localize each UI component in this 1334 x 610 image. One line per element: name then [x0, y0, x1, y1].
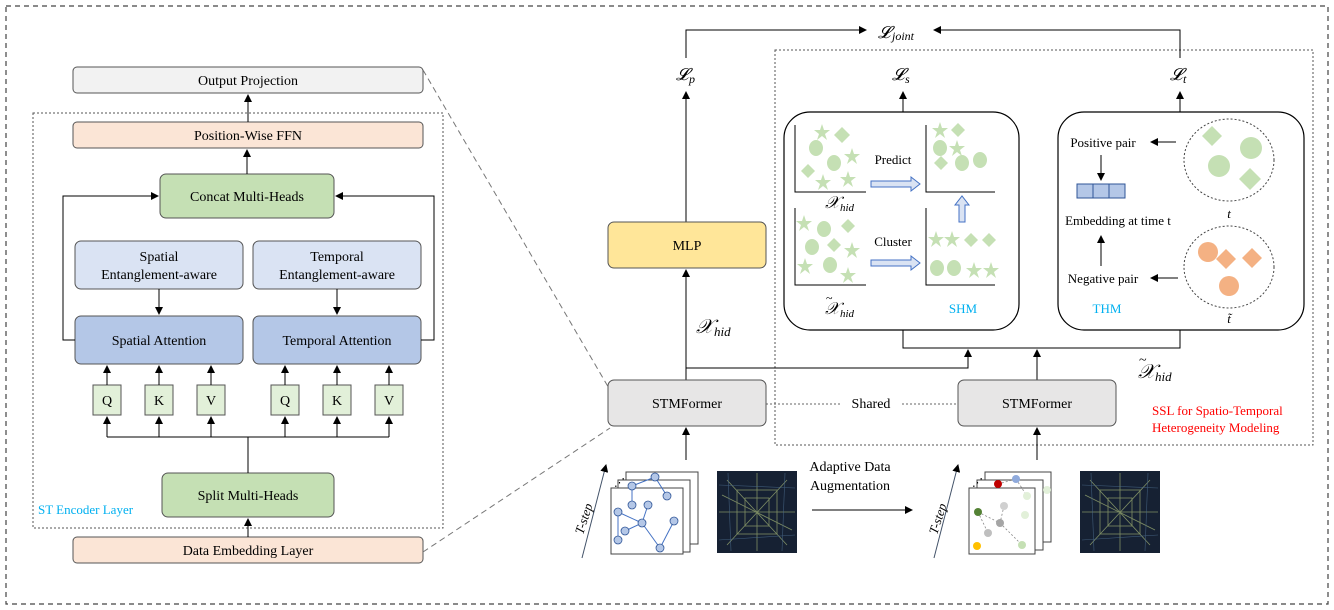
stmformer-left-label: STMFormer: [652, 397, 722, 412]
l-p-sub: p: [688, 72, 695, 86]
negative-pair-label: Negative pair: [1068, 271, 1139, 286]
stmformer-right-box: STMFormer: [957, 379, 1117, 427]
axis-d: [925, 208, 995, 286]
q-label-temporal: Q: [280, 394, 290, 409]
shm-xhid-sub: hid: [840, 202, 855, 214]
temporal-attention-box: Temporal Attention: [252, 315, 422, 365]
shm-xhid-tilde-sub: hid: [840, 308, 855, 320]
axis-b: [925, 125, 995, 193]
spatial-attention-label: Spatial Attention: [112, 334, 207, 349]
t-cluster-circle: [1183, 118, 1275, 202]
ssl-frame: [774, 49, 1314, 446]
split-label: Split Multi-Heads: [198, 489, 299, 504]
l-t-sub: t: [1183, 72, 1187, 86]
t-tilde-cluster-circle: [1183, 225, 1275, 309]
thm-module: Positive pair Negative pair Embedding at…: [1057, 111, 1305, 331]
graph-stack-original: T-step ⋰: [572, 464, 699, 559]
ffn-label: Position-Wise FFN: [194, 129, 302, 144]
predict-label: Predict: [875, 152, 912, 167]
city-map-left: [717, 471, 797, 553]
shared-label-bg: [840, 394, 902, 412]
qkv-boxes: Q K V Q K V: [92, 384, 404, 416]
predict-arrow: [870, 175, 921, 193]
concat-box: Concat Multi-Heads: [159, 173, 335, 219]
spatial-ent-line2: Entanglement-aware: [101, 268, 217, 283]
temporal-ent-line1: Temporal: [310, 250, 364, 265]
l-s-label: 𝓛 s: [892, 65, 910, 86]
outer-frame: [5, 5, 1329, 605]
augmentation-line1: Adaptive Data: [809, 460, 891, 475]
x-hid-sub: hid: [714, 324, 731, 339]
split-box: Split Multi-Heads: [161, 472, 335, 518]
up-arrow: [953, 195, 971, 223]
output-projection-box: Output Projection: [72, 66, 424, 94]
t-label: t: [1227, 206, 1231, 221]
thm-label: THM: [1093, 301, 1122, 316]
embedding-vector: [1076, 183, 1126, 199]
spatial-attention-box: Spatial Attention: [74, 315, 244, 365]
axis-a: [794, 125, 866, 193]
stack-dots-left: ⋰: [614, 477, 625, 489]
ssl-label-line1: SSL for Spatio-Temporal: [1152, 403, 1283, 418]
ffn-box: Position-Wise FFN: [72, 121, 424, 149]
embedding-label: Data Embedding Layer: [183, 544, 314, 559]
t-cluster-shapes: [1202, 126, 1262, 190]
stack-dots-right: ⋰: [972, 477, 983, 489]
graph-stack-augmented: T-step ⋰: [926, 464, 1052, 559]
x-hid-label: 𝒳 hid: [696, 316, 731, 339]
scatter-d: [928, 231, 999, 278]
shared-label: Shared: [852, 397, 891, 412]
embedding-time-label: Embedding at time t: [1065, 213, 1171, 228]
cluster-label: Cluster: [874, 234, 912, 249]
mlp-box: MLP: [607, 221, 767, 269]
zoom-line-top: [422, 69, 611, 391]
t-tilde-label: t̃: [1227, 311, 1233, 326]
cluster-arrow: [870, 254, 921, 272]
encoder-frame: [32, 112, 444, 529]
l-joint-label: 𝓛 joint: [878, 23, 915, 43]
spatial-ent-line1: Spatial: [140, 250, 179, 265]
shm-xhid-tilde-mark: ~: [826, 291, 833, 305]
ssl-label-line2: Heterogeneity Modeling: [1152, 420, 1280, 435]
encoder-layer-label: ST Encoder Layer: [38, 502, 134, 517]
t-step-label-right: T-step: [926, 501, 950, 536]
shm-label: SHM: [949, 301, 978, 316]
concat-label: Concat Multi-Heads: [190, 190, 304, 205]
right-connectors: [682, 26, 1184, 514]
x-hid-tilde-mark: ~: [1139, 353, 1147, 368]
augmentation-line2: Augmentation: [810, 479, 890, 494]
output-projection-label: Output Projection: [198, 74, 298, 89]
scatter-b: [932, 122, 987, 171]
q-label-spatial: Q: [102, 394, 112, 409]
zoom-line-bottom: [422, 427, 611, 553]
x-hid-tilde-sub: hid: [1155, 369, 1172, 384]
x-hid-tilde-label: 𝒳 ~ hid: [1138, 353, 1172, 384]
stmformer-right-label: STMFormer: [1002, 397, 1072, 412]
left-connectors: [62, 94, 435, 537]
v-label-temporal: V: [384, 394, 394, 409]
l-joint-sub: joint: [890, 29, 915, 43]
scatter-c: [796, 215, 860, 283]
mlp-label: MLP: [673, 239, 702, 254]
l-t-label: 𝓛 t: [1170, 65, 1187, 86]
k-label-spatial: K: [154, 394, 164, 409]
v-label-spatial: V: [206, 394, 216, 409]
k-label-temporal: K: [332, 394, 342, 409]
spatial-entanglement-box: Spatial Entanglement-aware: [74, 240, 244, 290]
axis-c: [794, 208, 866, 286]
positive-pair-label: Positive pair: [1070, 135, 1136, 150]
stmformer-left-box: STMFormer: [607, 379, 767, 427]
temporal-ent-line2: Entanglement-aware: [279, 268, 395, 283]
city-map-right: [1080, 471, 1160, 553]
shm-module: Predict Cluster 𝒳 hid 𝒳 ~ hid SHM: [783, 111, 1020, 331]
scatter-a: [801, 124, 860, 190]
temporal-entanglement-box: Temporal Entanglement-aware: [252, 240, 422, 290]
t-tilde-cluster-shapes: [1198, 242, 1262, 296]
temporal-attention-label: Temporal Attention: [282, 334, 391, 349]
l-s-sub: s: [905, 72, 910, 86]
embedding-box: Data Embedding Layer: [72, 536, 424, 564]
l-p-label: 𝓛 p: [676, 65, 695, 86]
